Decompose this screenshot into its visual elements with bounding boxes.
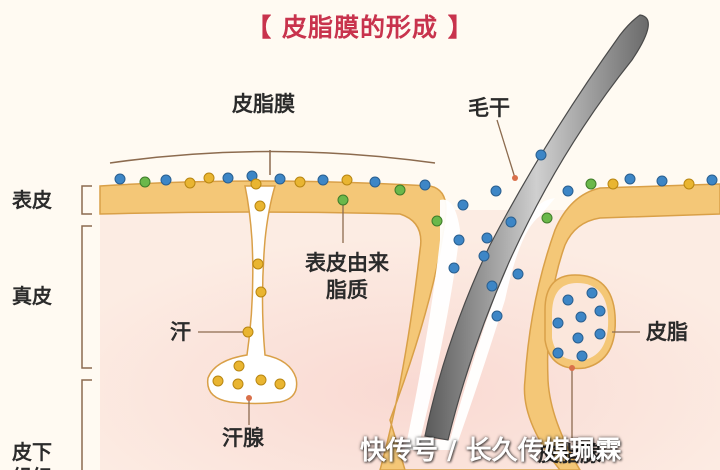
sweat-dot — [250, 178, 262, 190]
dermis-bracket — [81, 225, 92, 369]
lipid-dot — [317, 174, 329, 186]
layer-dermis-label: 真皮 — [12, 284, 52, 308]
sweat-dot — [233, 360, 245, 372]
sebum-dot — [535, 149, 547, 161]
sweat-dot — [252, 258, 264, 270]
lipid-dot — [160, 174, 172, 186]
lipid-dot — [624, 173, 636, 185]
lipid-dot — [222, 172, 234, 184]
lipid-dot — [419, 179, 431, 191]
lipid-dot — [341, 174, 353, 186]
lipid-dot — [656, 175, 668, 187]
sweat-dot — [274, 378, 286, 390]
epidermis-bracket — [81, 185, 92, 215]
sebum-dot — [576, 350, 588, 362]
watermark: 快传号 / 长久传媒珮霖 — [360, 436, 622, 466]
lipid-dot — [562, 185, 574, 197]
sebum-dot — [490, 185, 502, 197]
sebum-dot — [481, 232, 493, 244]
follicle-dots — [448, 149, 547, 322]
sweat-dots — [212, 178, 286, 390]
lipid-dot — [541, 212, 553, 224]
sebum-dot — [512, 268, 524, 280]
lipid-dot — [369, 176, 381, 188]
sebum-dot — [552, 317, 564, 329]
sebum-dot — [562, 294, 574, 306]
sebaceous-gland-marker — [569, 365, 575, 371]
lipid-dot — [203, 172, 215, 184]
lipid-dot — [274, 173, 286, 185]
lipid-dot — [294, 176, 306, 188]
sebaceous-gland-label: 皮脂腺 — [538, 442, 601, 466]
sweat-dot — [255, 286, 267, 298]
sebum-label: 皮脂 — [646, 320, 688, 344]
lipid-dot — [683, 178, 695, 190]
hair-follicle — [405, 198, 555, 450]
hair-shaft-shape — [424, 14, 649, 441]
sebum-dot — [453, 234, 465, 246]
sebum-dot — [575, 311, 587, 323]
sweat-dot — [212, 375, 224, 387]
sebum-dot — [478, 250, 490, 262]
lipid-dot — [254, 200, 266, 212]
subcutaneous-bracket — [81, 379, 92, 470]
layer-subcutaneous-label: 皮下组织 — [12, 440, 52, 470]
sweat-label: 汗 — [170, 320, 191, 344]
sweat-dot — [232, 378, 244, 390]
lipid-dot — [706, 174, 718, 186]
sweat-dot — [255, 374, 267, 386]
sebum-dot — [491, 310, 503, 322]
sebum-dot — [505, 216, 517, 228]
sebum-film-bracket — [109, 150, 436, 164]
lipid-dot — [184, 177, 196, 189]
lipid-dot — [585, 178, 597, 190]
sweat-gland-label: 汗腺 — [222, 426, 264, 450]
sebum-dot — [572, 332, 584, 344]
lipid-dot — [607, 178, 619, 190]
hair-shaft-marker — [512, 175, 518, 181]
diagram-title: 【 皮脂膜的形成 】 — [246, 13, 474, 42]
hair-shaft-leader — [496, 119, 516, 179]
lipid-dot — [431, 215, 443, 227]
sebum-dot — [448, 262, 460, 274]
lipid-dot — [114, 173, 126, 185]
sebaceous-dots — [552, 287, 606, 362]
sebum-dot — [586, 287, 598, 299]
sebum-film-label: 皮脂膜 — [232, 92, 295, 116]
layer-epidermis-label: 表皮 — [12, 188, 52, 212]
lipid-dot — [337, 194, 349, 206]
sebum-dot — [486, 280, 498, 292]
sebum-dot — [552, 347, 564, 359]
lipid-dot — [139, 176, 151, 188]
epidermal-dots — [254, 194, 553, 227]
hair-shaft-label: 毛干 — [468, 96, 510, 120]
epidermal-sebum-label: 表皮由来 脂质 — [305, 251, 389, 303]
lipid-dot — [394, 184, 406, 196]
sebum-dot — [594, 305, 606, 317]
sebum-dot — [594, 328, 606, 340]
sebum-dot — [457, 199, 469, 211]
sweat-dot — [242, 326, 254, 338]
surface-dots — [114, 170, 718, 197]
sweat-gland-marker — [246, 395, 252, 401]
